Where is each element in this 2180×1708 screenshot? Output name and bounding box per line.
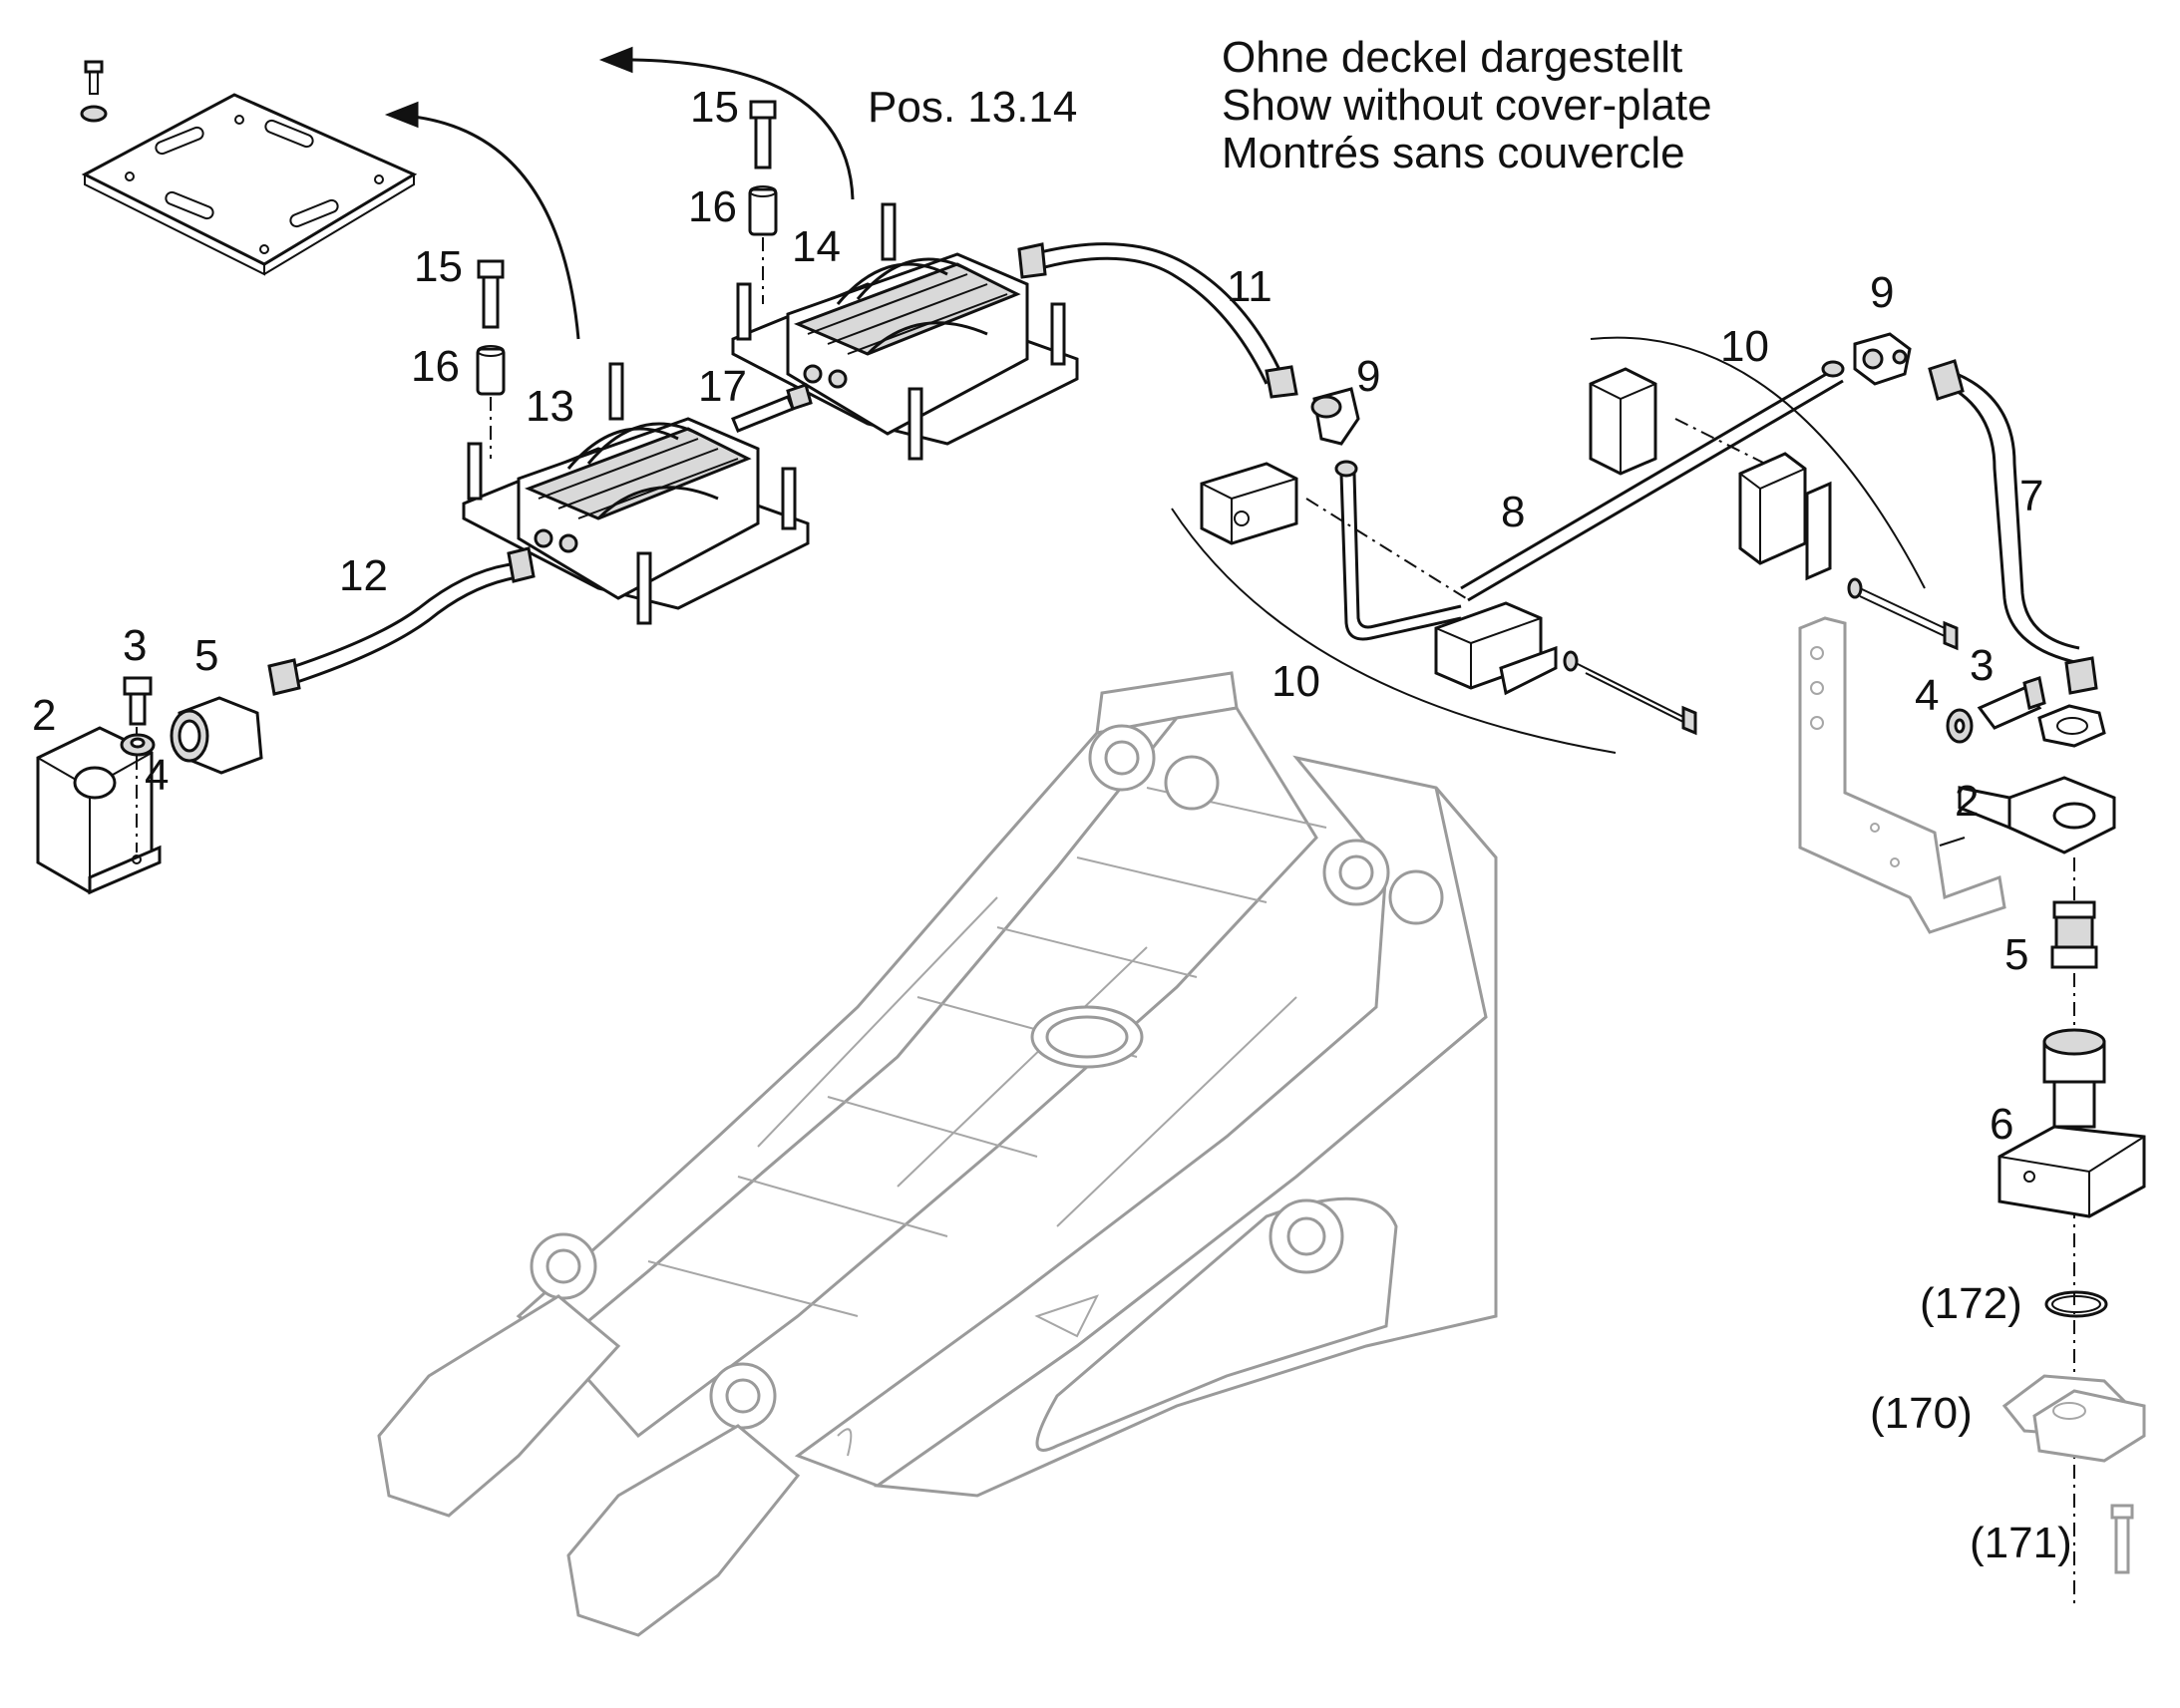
clamp-10-right	[1738, 452, 1807, 565]
callout-13: 13	[526, 382, 574, 431]
control-valve-13	[462, 362, 810, 625]
callout-3-right: 3	[1970, 641, 1994, 690]
mounting-plate	[1798, 616, 2006, 934]
callout-170: (170)	[1870, 1389, 1973, 1438]
bolt-3-left	[123, 676, 153, 726]
callout-11: 11	[1227, 262, 1272, 311]
cover-screw	[80, 60, 108, 123]
note-line-french: Montrés sans couvercle	[1222, 129, 1685, 177]
spacer-16-lower	[476, 345, 506, 396]
callout-16-lower: 16	[411, 342, 460, 391]
bolt-3-right	[1977, 676, 2046, 730]
bracket-2-right	[1958, 776, 2116, 854]
nut-right	[2037, 704, 2106, 748]
clamp-centerline-a	[1305, 498, 1467, 599]
callout-4-right: 4	[1915, 671, 1939, 720]
washer-4-left	[120, 733, 156, 757]
split-flange-170	[2001, 1374, 2146, 1463]
clamp-bolt-right	[1847, 577, 1959, 651]
note-block: Ohne deckel dargestellt Show without cov…	[1222, 33, 1712, 177]
position-reference: Pos. 13.14	[868, 83, 1077, 132]
arrowhead-right	[598, 46, 633, 74]
bracket-leader-right	[1939, 837, 1966, 847]
arrowhead-left	[384, 101, 419, 129]
callout-171: (171)	[1970, 1519, 2072, 1567]
clamp-plate-center	[1499, 645, 1558, 696]
callout-14: 14	[792, 222, 841, 271]
bracket-outline-lower	[1171, 508, 1617, 754]
callout-6: 6	[1990, 1100, 2013, 1149]
clamp-plate-right	[1805, 481, 1832, 581]
bracket-outline	[1590, 336, 1926, 589]
bolt-15-lower	[477, 259, 505, 329]
callout-4-left: 4	[145, 751, 169, 800]
callout-9-left: 9	[1356, 352, 1380, 401]
callout-9-right: 9	[1870, 268, 1894, 317]
callout-8: 8	[1501, 488, 1525, 536]
hose-7	[1928, 359, 2098, 695]
callout-2-left: 2	[32, 691, 56, 740]
callout-17: 17	[698, 362, 747, 411]
callout-172: (172)	[1920, 1279, 2022, 1328]
callout-10-lower: 10	[1272, 657, 1320, 706]
clamp-centerline-b	[1674, 418, 1796, 480]
bolt-17	[731, 383, 813, 433]
callout-10-upper: 10	[1720, 322, 1769, 371]
fitting-5-right	[2050, 900, 2098, 969]
callout-12: 12	[339, 551, 388, 600]
hose-11	[1017, 242, 1298, 399]
screw-171	[2110, 1504, 2134, 1574]
callout-5-right: 5	[2004, 930, 2028, 979]
elbow-9-left	[1310, 387, 1360, 446]
fitting-5-left	[170, 696, 263, 775]
clamp-bolt-center	[1563, 650, 1697, 736]
adapter-6	[1998, 1028, 2146, 1218]
callout-5-left: 5	[194, 631, 218, 680]
clamp-10-left	[1200, 462, 1298, 545]
callout-2-right: 2	[1955, 777, 1979, 826]
callout-7: 7	[2019, 472, 2043, 520]
note-line-english: Show without cover-plate	[1222, 81, 1712, 130]
pipe-8	[1334, 360, 1845, 641]
arrow-to-cover-left	[388, 113, 580, 340]
bolt-15-upper	[749, 100, 777, 170]
callout-15-upper: 15	[690, 83, 739, 132]
washer-4-right	[1946, 708, 1974, 744]
hose-12	[267, 546, 536, 696]
bracket-2-left	[36, 726, 162, 895]
boom-structure	[377, 671, 1498, 1637]
callout-16-upper: 16	[688, 182, 737, 231]
clamp-10-right-top	[1589, 367, 1657, 476]
spacer-16-upper	[748, 185, 778, 236]
cover-plate	[81, 93, 418, 276]
arrow-to-cover-right	[602, 58, 855, 200]
callout-15-lower: 15	[414, 242, 463, 291]
elbow-9-right	[1853, 332, 1912, 386]
note-line-german: Ohne deckel dargestellt	[1222, 33, 1682, 82]
control-valve-14	[731, 202, 1079, 461]
o-ring-172	[2044, 1290, 2108, 1318]
callout-3-left: 3	[123, 621, 147, 670]
